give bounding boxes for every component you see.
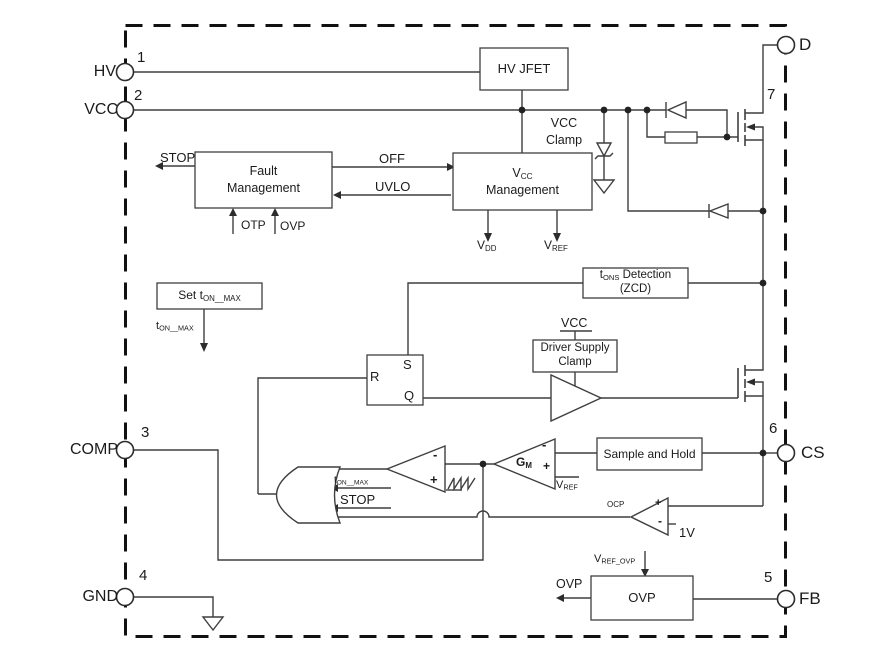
vcc-driver-label: VCC — [561, 316, 588, 330]
source-diode — [708, 202, 729, 220]
stop-signal-label: STOP — [160, 150, 196, 165]
off-signal-label: OFF — [379, 151, 405, 166]
hv-mosfet — [737, 109, 746, 146]
gate-resistor — [664, 131, 698, 144]
pin-gnd — [115, 587, 135, 607]
comp-pin-label: COMP — [70, 441, 118, 458]
vcc-clamp-label: VCC Clamp — [545, 116, 583, 147]
sr-latch-box — [366, 354, 424, 406]
hv-pin-number: 1 — [137, 49, 146, 66]
ton-max-signal-label: tON__MAX — [156, 320, 194, 333]
d-pin-number: 7 — [767, 86, 776, 103]
gm-vref-label: VREF — [556, 479, 578, 492]
cs-pin-number: 6 — [769, 420, 778, 437]
latch-s-label: S — [403, 357, 412, 372]
set-ton-max-box — [156, 282, 263, 310]
diodes — [201, 100, 729, 632]
comparator-plus-sign: + — [430, 472, 438, 487]
driver-supply-clamp-label: Driver Supply Clamp — [540, 342, 610, 368]
power-mosfet — [737, 365, 746, 402]
ocp-minus-sign: - — [658, 514, 662, 528]
pin-d — [776, 35, 796, 55]
ovp-in-signal-label: OVP — [280, 219, 306, 233]
gnd-pin-number: 4 — [139, 567, 148, 584]
clamp-ground-symbol — [592, 179, 616, 195]
junction-dots — [479, 106, 767, 468]
pin-vcc — [115, 100, 135, 120]
wires — [134, 44, 777, 617]
ocp-plus-sign: + — [655, 497, 662, 509]
ovp-out-label: OVP — [556, 577, 583, 591]
gm-amplifier — [492, 437, 556, 491]
gm-plus-sign: + — [543, 459, 551, 473]
hv-jfet-label: HV JFET — [497, 61, 551, 77]
amplifiers — [275, 373, 669, 537]
pin-comp — [115, 440, 135, 460]
tons-detection-box — [582, 267, 689, 299]
sample-and-hold-label: Sample and Hold — [603, 446, 696, 461]
hv-jfet-box — [479, 47, 569, 91]
block-outlines — [156, 47, 703, 621]
set-ton-max-label: Set tON__MAX — [178, 288, 241, 304]
vcc-pin-label: VCC — [84, 101, 118, 118]
pin-hv — [115, 62, 135, 82]
stop-or-label: STOP — [340, 492, 376, 507]
vcc-pin-number: 2 — [134, 87, 143, 104]
ocp-1v-label: 1V — [679, 525, 695, 540]
d-pin-label: D — [799, 35, 812, 54]
ocp-label: OCP — [607, 500, 625, 509]
pin-fb — [776, 589, 796, 609]
hv-pin-label: HV — [93, 63, 116, 80]
vcc-clamp-zener — [595, 142, 613, 158]
driver-supply-clamp-box — [532, 339, 618, 373]
tons-detection-label: tONS Detection (ZCD) — [599, 269, 672, 295]
fb-pin-label: FB — [799, 589, 821, 608]
sample-and-hold-box — [596, 437, 703, 471]
comparator-minus-sign: - — [433, 447, 438, 462]
ovp-box — [590, 575, 694, 621]
vref-ovp-label: VREF_OVP — [594, 553, 636, 566]
vref-signal-label: VREF — [544, 238, 568, 253]
or-gate — [275, 466, 342, 524]
latch-q-label: Q — [404, 388, 415, 403]
vdd-signal-label: VDD — [477, 238, 497, 253]
ic-boundary — [124, 24, 787, 638]
pwm-comparator — [385, 444, 446, 494]
vcc-management-box — [452, 152, 593, 211]
ton-max-or-label: tON__MAX — [334, 475, 369, 487]
otp-signal-label: OTP — [241, 218, 266, 232]
latch-r-label: R — [370, 369, 380, 384]
gm-label: GM — [516, 455, 532, 470]
gm-minus-sign: - — [542, 437, 547, 452]
comp-pin-number: 3 — [141, 424, 150, 441]
fault-management-label: Fault Management — [227, 164, 300, 195]
pin-cs — [776, 443, 796, 463]
fault-management-box — [194, 151, 333, 209]
vcc-management-label: VCC Management — [486, 165, 559, 197]
cs-pin-label: CS — [801, 443, 825, 462]
driver-buffer — [550, 373, 603, 423]
ocp-comparator — [629, 496, 669, 537]
uvlo-signal-label: UVLO — [375, 179, 411, 194]
gate-diode — [666, 100, 687, 120]
gnd-pin-label: GND — [82, 588, 118, 605]
ovp-block-label: OVP — [628, 590, 656, 606]
gnd-ground-symbol — [201, 616, 225, 632]
pin-terminals — [115, 35, 796, 609]
fb-pin-number: 5 — [764, 569, 773, 586]
